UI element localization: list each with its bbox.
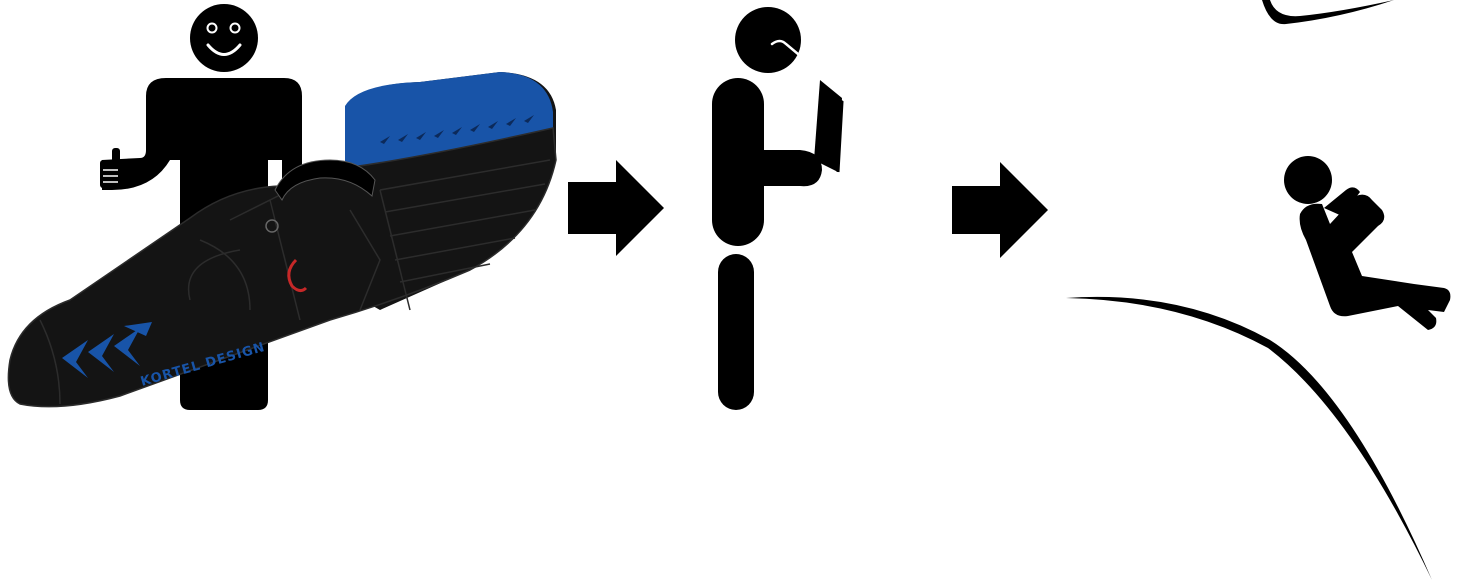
person-reading-manual-icon: [712, 7, 842, 410]
right-arrow-icon: [568, 160, 664, 256]
right-arrow-icon: [952, 162, 1048, 258]
step-happy-person: KORTEL DESIGN: [8, 4, 556, 410]
flying-seated-pilot-icon: [1284, 156, 1450, 330]
wing-canopy-icon: [1262, 0, 1394, 24]
thumbs-up-icon: [100, 148, 124, 188]
launch-slope-icon: [1066, 297, 1432, 580]
smiley-head-icon: [190, 4, 258, 72]
